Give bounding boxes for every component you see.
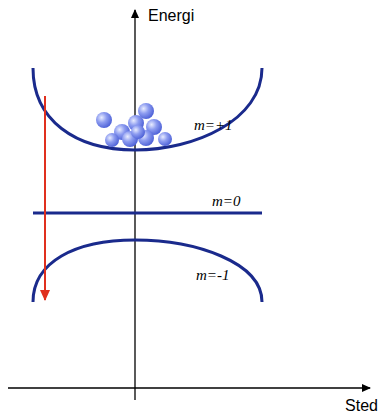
position-axis (8, 387, 370, 388)
flat-level (33, 212, 262, 215)
axis-label: Energi (148, 8, 194, 24)
level-label: m=-1 (196, 268, 229, 283)
atom-cloud (96, 103, 172, 147)
axis-label: Sted (345, 398, 378, 414)
level-label: m=0 (212, 194, 240, 209)
energy-axis (134, 10, 135, 400)
antitrap-curve (33, 240, 262, 302)
level-label: m=+1 (194, 118, 233, 133)
trap-curve (33, 68, 262, 150)
transition-arrow (44, 96, 46, 300)
